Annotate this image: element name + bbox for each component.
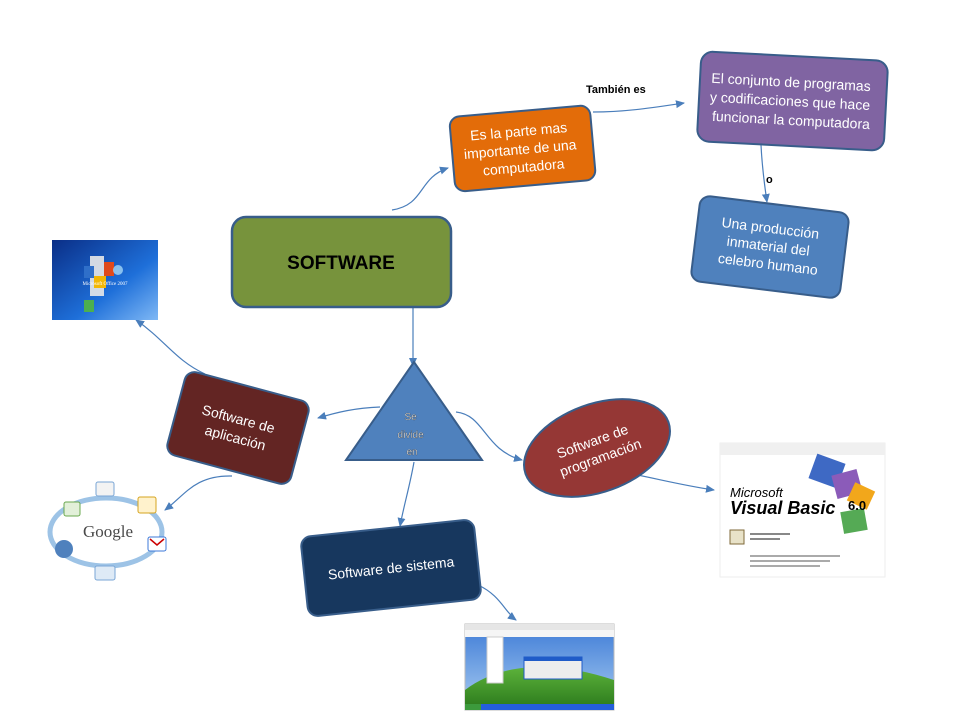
edge-label-tambien: También es (586, 84, 646, 96)
node-programacion[interactable]: Software de programación (511, 381, 684, 516)
node-conjunto[interactable]: El conjunto de programas y codificacione… (696, 50, 889, 152)
edge-divide-aplicacion (317, 406, 381, 420)
vb-brand: Microsoft (730, 485, 784, 500)
node-divide[interactable]: Se divide en (344, 360, 484, 461)
connectors (135, 100, 770, 621)
node-divide-label: Se divide en (398, 412, 427, 458)
node-programacion-shape (523, 398, 671, 498)
node-divide-shape (344, 360, 484, 461)
node-sistema[interactable]: Software de sistema (300, 519, 482, 617)
node-importante-line-3: computadora (482, 155, 565, 178)
edge-divide-programacion (455, 411, 523, 462)
node-aplicacion-shape (166, 371, 310, 485)
node-software-shape (230, 215, 453, 309)
node-produccion[interactable]: Una producción inmaterial del celebro hu… (690, 195, 850, 299)
google-word: Google (83, 522, 133, 541)
node-conjunto-label: El conjunto de programas y codificacione… (709, 70, 876, 133)
office-caption: Microsoft Office 2007 (83, 282, 128, 287)
node-software-label: SOFTWARE (287, 253, 395, 274)
node-importante-shape (448, 104, 597, 193)
node-conjunto-shape (696, 50, 889, 152)
google-apps-icon: Google (47, 481, 167, 581)
edge-conjunto-produccion (760, 144, 770, 203)
edge-importante-conjunto (592, 100, 685, 113)
node-aplicacion[interactable]: Software de aplicación (165, 370, 311, 486)
edge-aplicacion-office (135, 319, 206, 375)
edge-sistema-xp (477, 584, 517, 621)
node-divide-line-1: Se (404, 412, 417, 423)
node-divide-line-2: divide (398, 430, 425, 441)
node-sistema-shape (300, 519, 482, 617)
edge-label-o: o (766, 174, 773, 186)
vb-product: Visual Basic (730, 498, 835, 518)
edge-divide-sistema (397, 461, 415, 527)
visual-basic-box-icon: Microsoft Visual Basic 6.0 (719, 442, 886, 578)
node-produccion-shape (690, 195, 850, 299)
node-software[interactable]: SOFTWARE (230, 215, 453, 309)
node-divide-line-3: en (406, 447, 417, 458)
node-importante[interactable]: Es la parte mas importante de una comput… (448, 104, 597, 193)
edge-aplicacion-google (164, 475, 233, 511)
ms-office-2007-icon: Microsoft Office 2007 (52, 240, 158, 320)
vb-version: 6.0 (848, 498, 866, 513)
windows-xp-desktop-icon (464, 623, 615, 711)
edge-software-importante (391, 166, 449, 211)
